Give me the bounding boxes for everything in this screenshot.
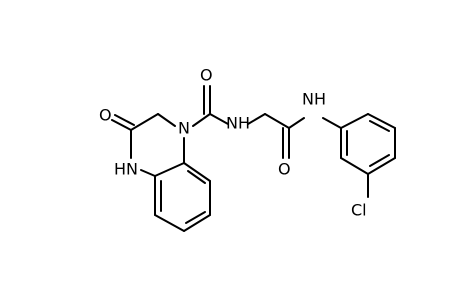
bond: [154, 162, 185, 177]
bond: [183, 162, 211, 182]
bond: [114, 114, 135, 126]
bond: [322, 117, 342, 129]
bond: [367, 157, 396, 175]
atom-labels: O NH NH N HN O O Cl: [99, 66, 367, 220]
atom-label-ring-nh: HN: [114, 160, 138, 179]
bond: [187, 170, 206, 184]
bond: [264, 113, 290, 129]
bond: [130, 113, 159, 131]
atom-label-ring-carbonyl-o: O: [99, 106, 112, 125]
bond: [192, 113, 211, 127]
atom-label-amide-nh-mid: NH: [226, 114, 250, 133]
bond: [183, 214, 211, 232]
bond: [340, 157, 369, 175]
bond: [247, 113, 266, 125]
bond: [154, 214, 185, 232]
bond: [369, 120, 390, 132]
bond: [185, 211, 206, 224]
bond: [111, 119, 132, 131]
atom-label-amide-o-bottom: O: [278, 160, 291, 179]
bonds: [111, 85, 396, 232]
bond: [157, 113, 176, 127]
bond: [209, 113, 229, 125]
atom-label-chlorine: Cl: [351, 201, 367, 220]
bond: [340, 113, 369, 129]
bond: [367, 113, 396, 129]
atom-label-amide-nh-right: NH: [302, 90, 326, 109]
atom-label-ring-n: N: [178, 119, 190, 138]
bond: [288, 117, 305, 129]
bond: [369, 154, 390, 167]
bond: [140, 169, 156, 177]
atom-label-carbonyl-o-top: O: [200, 66, 213, 85]
